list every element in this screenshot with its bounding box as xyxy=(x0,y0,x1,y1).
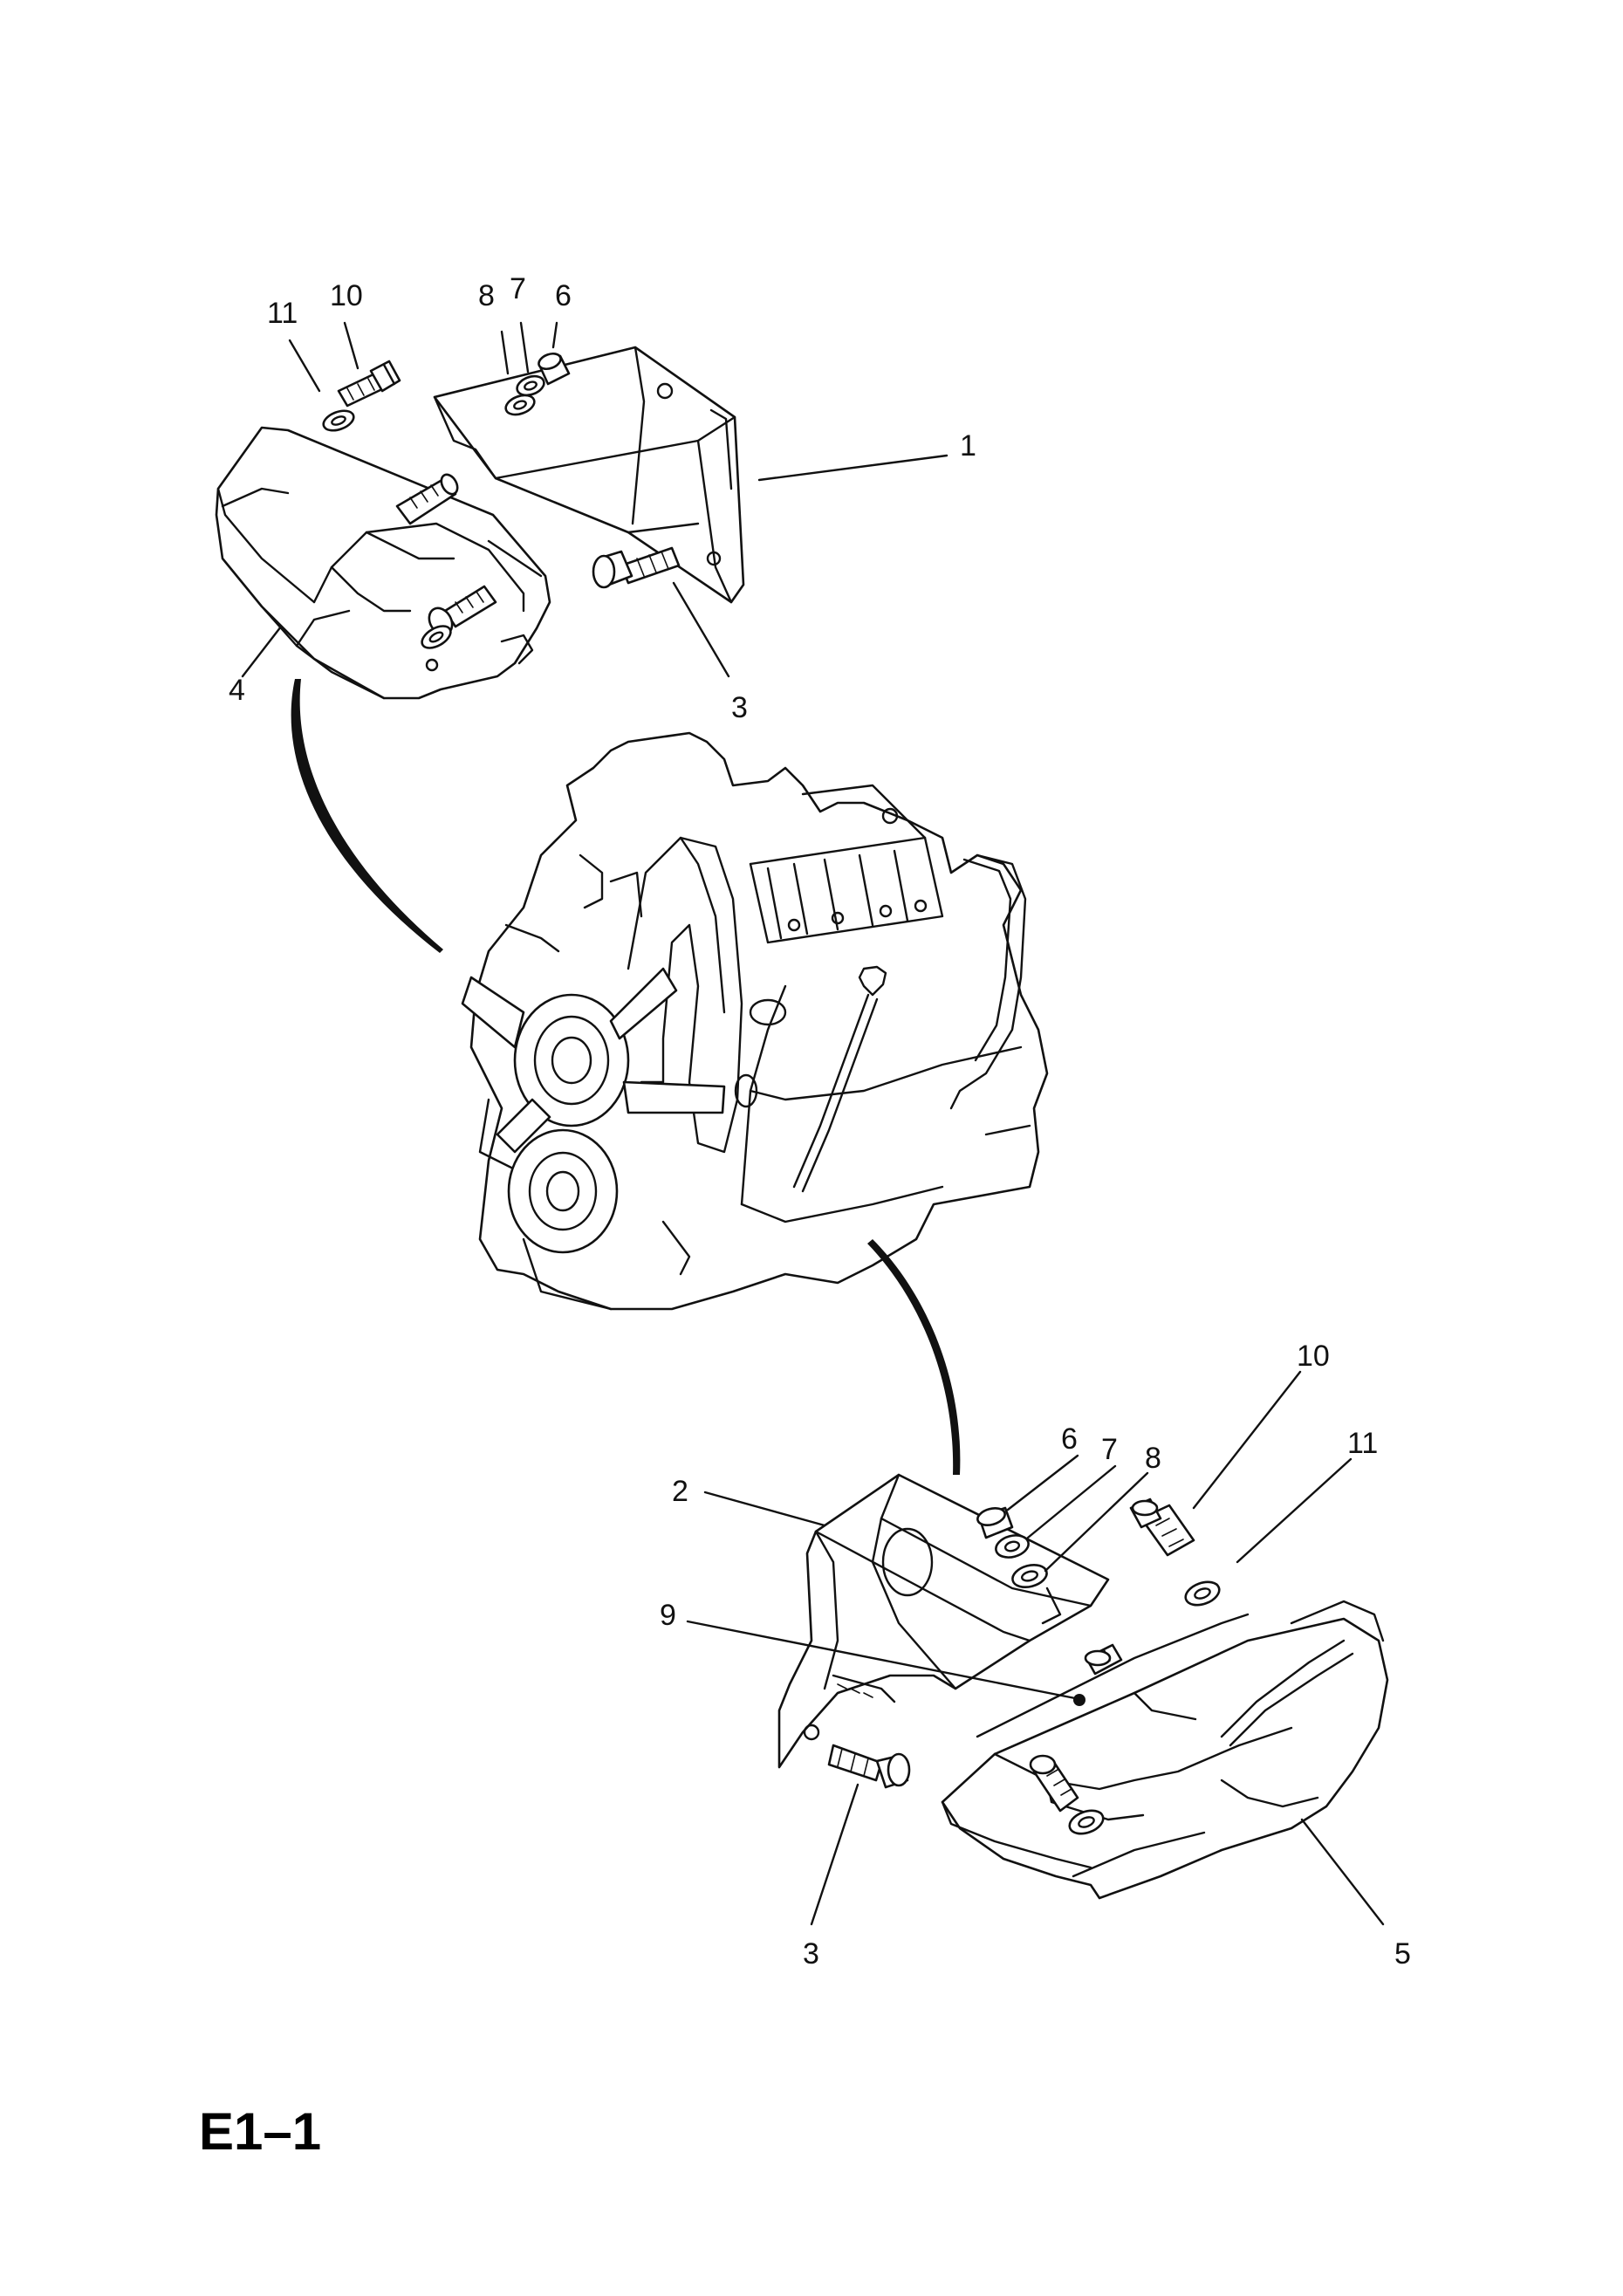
bolt-3-bottom xyxy=(827,1744,911,1789)
washer-7-top xyxy=(516,374,545,397)
washer-7-bottom xyxy=(995,1534,1030,1559)
leader-lines xyxy=(241,321,1385,1926)
callout-10-bottom: 10 xyxy=(1297,1340,1330,1373)
callout-11-bottom: 11 xyxy=(1347,1427,1378,1460)
top-mount-assembly xyxy=(215,346,745,700)
assembly-arrow-bottom xyxy=(867,1239,961,1475)
bolt-10-top xyxy=(337,360,401,408)
callout-11-top: 11 xyxy=(267,297,298,330)
assembly-arrow-top xyxy=(291,679,443,953)
engine-valve-cover xyxy=(749,784,944,944)
bolt-10-bottom xyxy=(1129,1498,1195,1557)
bottom-mount-assembly xyxy=(777,1473,1389,1900)
washer-11-bottom xyxy=(1184,1580,1221,1607)
callout-5-bottom: 5 xyxy=(1394,1937,1411,1970)
nut-6-bottom xyxy=(976,1506,1014,1539)
mount-bolt-top xyxy=(421,585,497,649)
washer-8-top xyxy=(504,394,536,416)
mount-stud-bottom xyxy=(1073,1643,1123,1706)
engine-mount-4 xyxy=(215,426,551,700)
callout-6-bottom: 6 xyxy=(1061,1422,1078,1456)
callout-4-top: 4 xyxy=(229,674,245,707)
washer-11-top xyxy=(322,409,355,432)
nut-6-top xyxy=(538,352,571,386)
callout-3-top: 3 xyxy=(731,691,748,724)
callout-numbers: 11 10 8 7 6 1 3 4 10 11 6 7 8 2 9 3 5 xyxy=(229,272,1411,1970)
engine-fan xyxy=(461,967,726,1171)
callout-8-bottom: 8 xyxy=(1145,1442,1161,1475)
callout-3-bottom: 3 xyxy=(803,1937,819,1970)
callout-1-top: 1 xyxy=(960,429,976,463)
callout-2-bottom: 2 xyxy=(672,1475,688,1508)
engine-block xyxy=(461,731,1049,1311)
callout-10-top: 10 xyxy=(330,279,363,312)
washer-8-bottom xyxy=(1011,1564,1048,1588)
callout-8-top: 8 xyxy=(478,279,495,312)
callout-7-bottom: 7 xyxy=(1101,1433,1118,1466)
callout-6-top: 6 xyxy=(555,279,572,312)
callout-9-bottom: 9 xyxy=(660,1599,676,1632)
engine-crank-pulley xyxy=(507,1128,619,1311)
engine-bracket-2 xyxy=(777,1473,1110,1769)
bolt-3-top xyxy=(592,546,681,589)
page-code: E1–1 xyxy=(199,2102,321,2161)
callout-7-top: 7 xyxy=(510,272,526,305)
mount-stud xyxy=(395,473,459,525)
engine-dipstick xyxy=(792,853,1027,1193)
mount-bolt-bottom xyxy=(1029,1754,1105,1835)
